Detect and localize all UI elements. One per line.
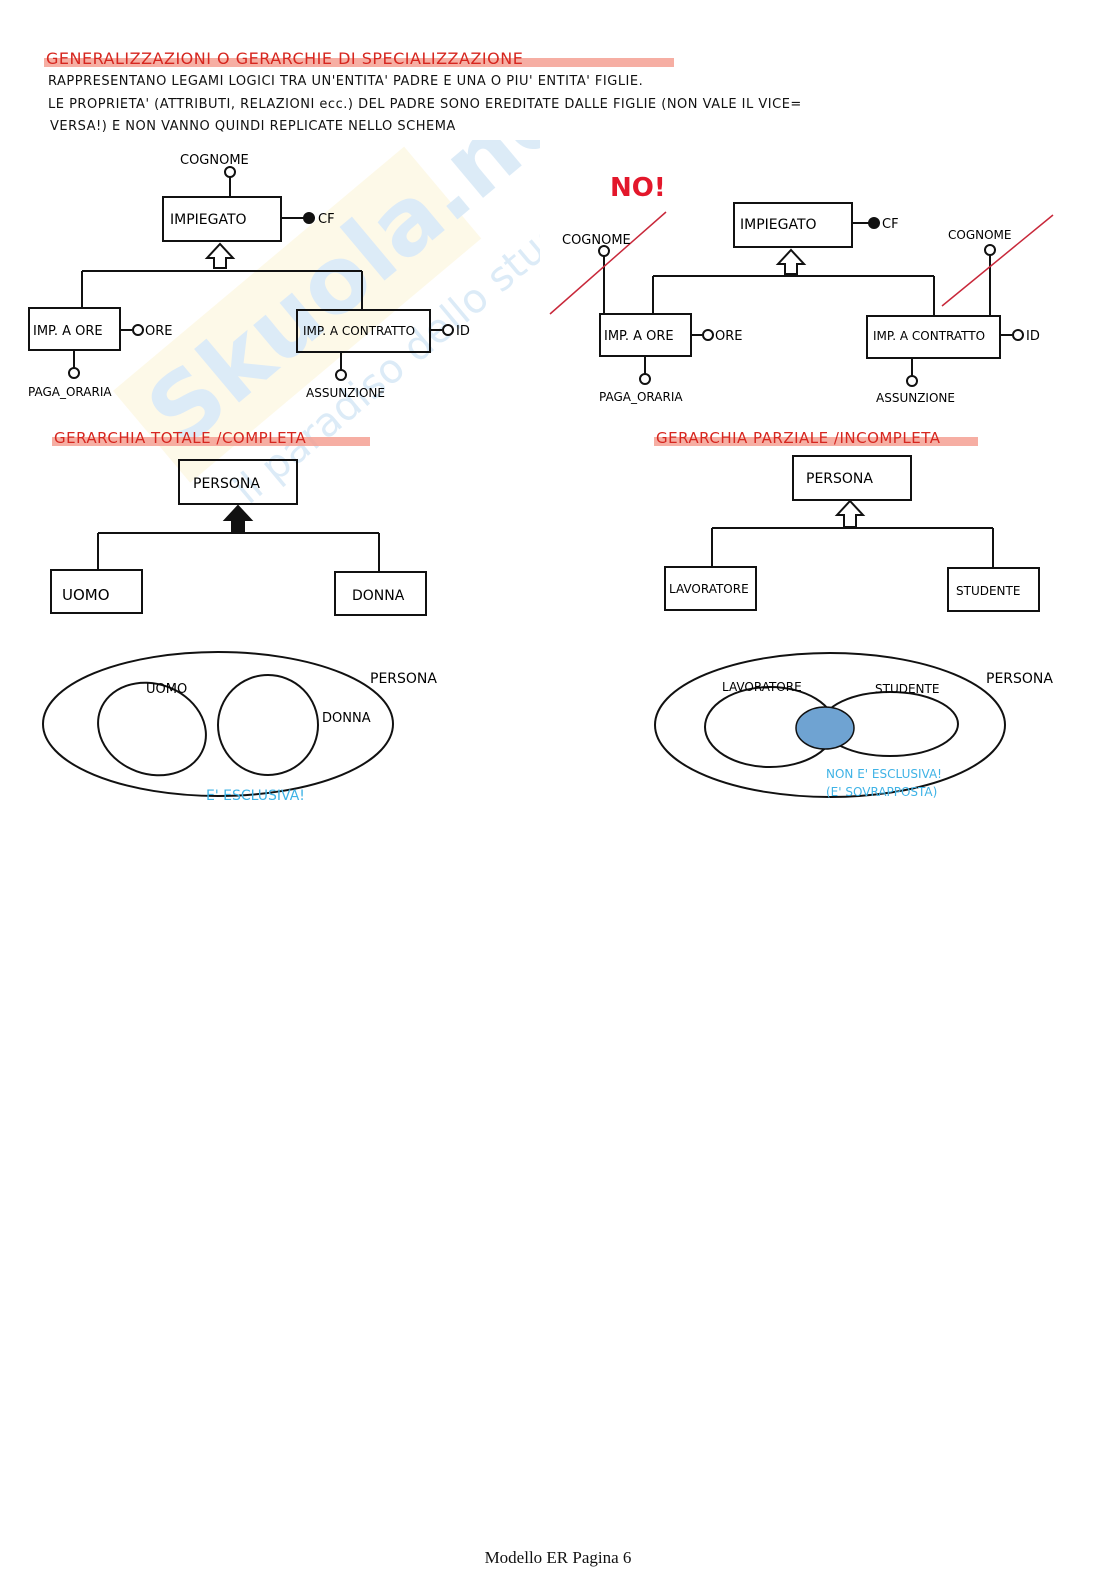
- attr-id-wrong: ID: [1026, 329, 1040, 344]
- entity-label-lavoratore: LAVORATORE: [669, 582, 749, 596]
- strike-line-right: [941, 214, 1054, 307]
- venn-label-lavoratore: LAVORATORE: [722, 680, 802, 694]
- entity-label-studente: STUDENTE: [956, 584, 1020, 598]
- attr-ore: ORE: [145, 324, 172, 339]
- partial-title: GERARCHIA PARZIALE /INCOMPLETA: [656, 429, 941, 447]
- intro-line-2: LE PROPRIETA' (ATTRIBUTI, RELAZIONI ecc.…: [48, 97, 802, 112]
- note-exclusive: E' ESCLUSIVA!: [206, 788, 305, 804]
- venn-overlap: [795, 706, 855, 750]
- attr-ore-wrong: ORE: [715, 329, 742, 344]
- venn-label-persona-partial: PERSONA: [986, 671, 1053, 687]
- page-footer: Modello ER Pagina 6: [484, 1548, 632, 1567]
- attr-assunzione: ASSUNZIONE: [306, 386, 385, 400]
- attr-cf: CF: [318, 212, 335, 227]
- venn-label-donna: DONNA: [322, 711, 371, 726]
- venn-label-persona-total: PERSONA: [370, 671, 437, 687]
- partial-title-highlight: [654, 437, 978, 446]
- entity-label-imp-a-ore: IMP. A ORE: [33, 324, 103, 339]
- attr-cognome: COGNOME: [180, 153, 249, 168]
- strike-line-left: [549, 211, 667, 315]
- total-title-highlight: [52, 437, 370, 446]
- entity-label-imp-a-contratto-wrong: IMP. A CONTRATTO: [873, 329, 985, 343]
- intro-line-3: VERSA!) E NON VANNO QUINDI REPLICATE NEL…: [50, 119, 456, 134]
- hierarchy-arrow-filled: [222, 504, 254, 533]
- entity-impiegato-wrong: [733, 202, 853, 248]
- venn-label-studente: STUDENTE: [875, 682, 939, 696]
- hierarchy-arrow-open-wrong: [775, 248, 807, 275]
- attr-paga-oraria-wrong: PAGA_ORARIA: [599, 390, 683, 404]
- attr-cognome-crossed-left: COGNOME: [562, 233, 631, 248]
- hierarchy-arrow-open-partial: [834, 499, 866, 528]
- note-not-exclusive: NON E' ESCLUSIVA!: [826, 767, 942, 781]
- entity-label-impiegato-wrong: IMPIEGATO: [740, 217, 817, 233]
- no-label: NO!: [610, 173, 666, 203]
- attr-cognome-crossed-right: COGNOME: [948, 228, 1011, 242]
- title-highlight: [44, 58, 674, 67]
- venn-partial: LAVORATORE STUDENTE PERSONA NON E' ESCLU…: [654, 652, 1053, 799]
- attr-cf-wrong: CF: [882, 217, 899, 232]
- diagram-total: PERSONA UOMO DONNA: [50, 459, 427, 616]
- venn-total: PERSONA UOMO DONNA E' ESCLUSIVA!: [42, 651, 437, 804]
- venn-label-uomo: UOMO: [146, 682, 187, 697]
- page-title: GENERALIZZAZIONI O GERARCHIE DI SPECIALI…: [46, 49, 524, 68]
- entity-label-impiegato: IMPIEGATO: [170, 212, 247, 228]
- diagram-partial: PERSONA LAVORATORE STUDENTE: [664, 455, 1040, 612]
- hierarchy-arrow-open: [204, 242, 236, 269]
- entity-label-persona-total: PERSONA: [193, 476, 260, 492]
- diagram-correct: COGNOME IMPIEGATO CF IMP. A ORE ORE PAGA…: [28, 153, 470, 400]
- intro-line-1: RAPPRESENTANO LEGAMI LOGICI TRA UN'ENTIT…: [48, 74, 644, 89]
- attr-assunzione-wrong: ASSUNZIONE: [876, 391, 955, 405]
- entity-label-imp-a-contratto: IMP. A CONTRATTO: [303, 324, 415, 338]
- note-overlapping: (E' SOVRAPPOSTA): [826, 785, 937, 799]
- total-title: GERARCHIA TOTALE /COMPLETA: [54, 429, 307, 447]
- diagram-wrong: NO! IMPIEG: [549, 173, 1054, 405]
- entity-label-imp-a-ore-wrong: IMP. A ORE: [604, 329, 674, 344]
- attr-paga-oraria: PAGA_ORARIA: [28, 385, 112, 399]
- entity-label-donna: DONNA: [352, 588, 405, 604]
- attr-id: ID: [456, 324, 470, 339]
- entity-label-uomo: UOMO: [62, 586, 110, 604]
- entity-label-persona-partial: PERSONA: [806, 471, 873, 487]
